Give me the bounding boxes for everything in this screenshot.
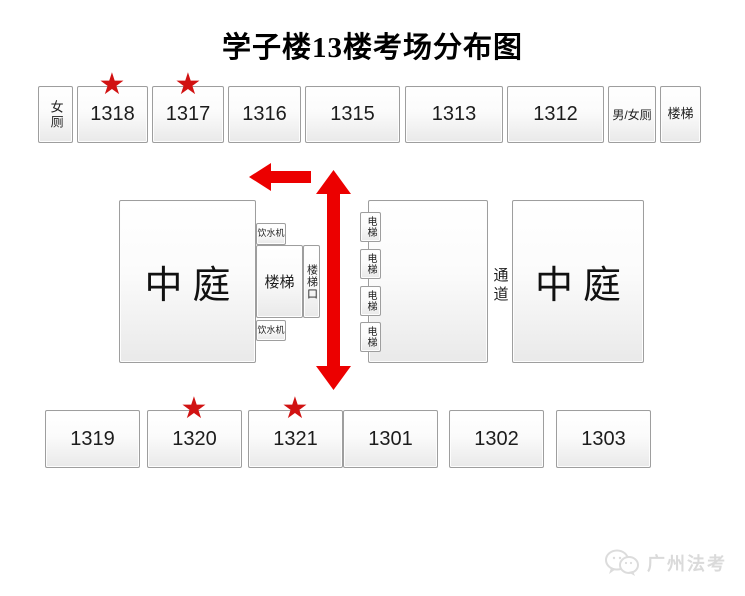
elevator-label: 电梯 <box>365 326 376 348</box>
water-dispenser-bottom-box: 饮水机 <box>256 320 286 341</box>
elevator-box: 电梯 <box>360 249 381 279</box>
passage-label-area: 通道 <box>488 256 512 316</box>
page-title: 学子楼13楼考场分布图 <box>221 32 523 64</box>
room-label: 1318 <box>90 103 135 125</box>
room-label: 1302 <box>474 427 519 450</box>
room-label: 1315 <box>330 103 375 125</box>
room-label: 1317 <box>165 103 211 125</box>
elevator-block-box <box>368 200 488 363</box>
elevator-box: 电梯 <box>360 286 381 316</box>
room-label: 1313 <box>431 103 477 125</box>
elevator-box: 电梯 <box>360 322 381 352</box>
room-label: 1301 <box>368 427 413 450</box>
watermark: 广州法考 <box>604 549 727 577</box>
room-label: 1321 <box>273 427 318 450</box>
elevator-box: 电梯 <box>360 212 381 242</box>
room-box-1312: 1312 <box>507 86 604 143</box>
room-box-mens-womens-toilet: 男/女厕 <box>608 86 656 143</box>
room-label: 男/女厕 <box>612 108 652 122</box>
water-dispenser-top-box: 饮水机 <box>256 223 286 245</box>
room-box-1313: 1313 <box>405 86 503 143</box>
stairs-label: 楼梯 <box>264 274 295 291</box>
room-box-1303: 1303 <box>556 410 651 468</box>
room-box-1315: 1315 <box>305 86 400 143</box>
room-label: 1320 <box>172 427 217 450</box>
water-dispenser-label: 饮水机 <box>257 324 285 335</box>
atrium-right-box: 中庭 <box>512 200 644 363</box>
room-box-1316: 1316 <box>228 86 301 143</box>
room-box-1321: 1321 <box>248 410 343 468</box>
room-label: 1319 <box>70 427 115 450</box>
room-label: 1303 <box>581 427 626 450</box>
room-label: 1312 <box>533 103 578 125</box>
room-box-womens-toilet: 女厕 <box>38 86 73 143</box>
elevator-label: 电梯 <box>365 216 376 238</box>
elevator-label: 电梯 <box>365 253 376 275</box>
room-box-1301: 1301 <box>343 410 438 468</box>
room-box-1318: 1318 <box>77 86 148 143</box>
vertical-double-arrow-icon <box>316 170 351 390</box>
wechat-chat-bubbles-icon <box>605 549 639 576</box>
watermark-brand-text: 广州法考 <box>647 554 727 574</box>
room-label: 女厕 <box>48 99 64 130</box>
atrium-left-box: 中庭 <box>119 200 256 363</box>
room-box-1317: 1317 <box>152 86 224 143</box>
room-box-1319: 1319 <box>45 410 140 468</box>
room-label: 1316 <box>242 103 287 125</box>
atrium-label: 中庭 <box>534 265 631 307</box>
room-label: 楼梯 <box>667 106 694 122</box>
room-box-1320: 1320 <box>147 410 242 468</box>
stairs-middle-box: 楼梯 <box>256 245 303 318</box>
left-direction-arrow-icon <box>249 163 311 191</box>
room-box-1302: 1302 <box>449 410 544 468</box>
room-box-stairs-top: 楼梯 <box>660 86 701 143</box>
atrium-label: 中庭 <box>144 265 241 307</box>
stairs-entrance-box: 楼梯口 <box>303 245 320 318</box>
water-dispenser-label: 饮水机 <box>257 228 285 239</box>
passage-label: 通道 <box>491 267 509 305</box>
stairs-entrance-label: 楼梯口 <box>305 263 318 300</box>
elevator-label: 电梯 <box>365 290 376 312</box>
